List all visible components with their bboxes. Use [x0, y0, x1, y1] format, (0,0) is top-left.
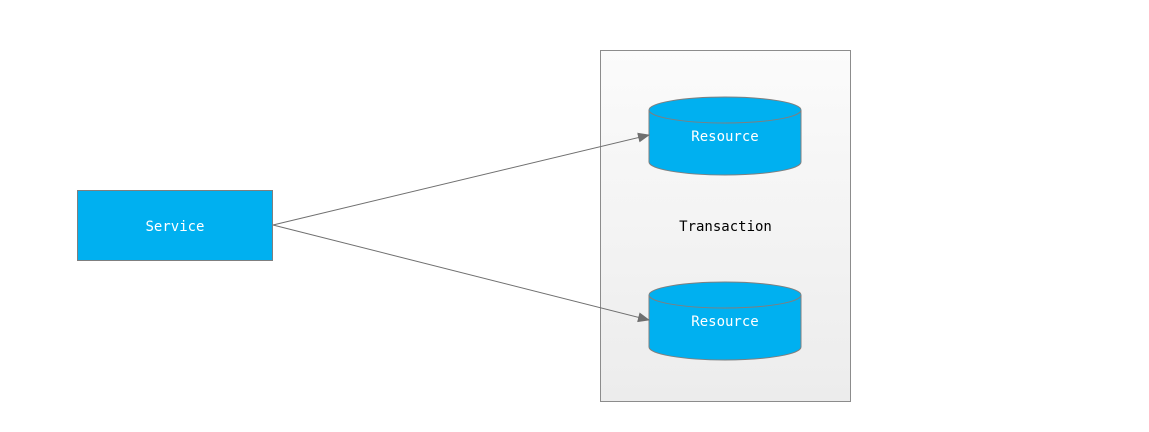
resource-2-body — [648, 295, 802, 361]
edge-service-to-resource-1[interactable] — [272, 132, 650, 226]
resource-1-body — [648, 110, 802, 176]
service-label: Service — [145, 219, 204, 235]
resource-1-label: Resource — [691, 129, 758, 145]
resource-1-top — [648, 96, 802, 124]
resource-2-top — [648, 281, 802, 309]
service-node[interactable]: Service — [77, 190, 273, 261]
resource-node-1[interactable]: Resource — [648, 96, 802, 176]
resource-2-label: Resource — [691, 314, 758, 330]
service-box — [77, 190, 273, 261]
edge-service-to-resource-2[interactable] — [272, 224, 650, 323]
resource-node-2[interactable]: Resource — [648, 281, 802, 361]
transaction-label: Transaction — [679, 219, 772, 235]
